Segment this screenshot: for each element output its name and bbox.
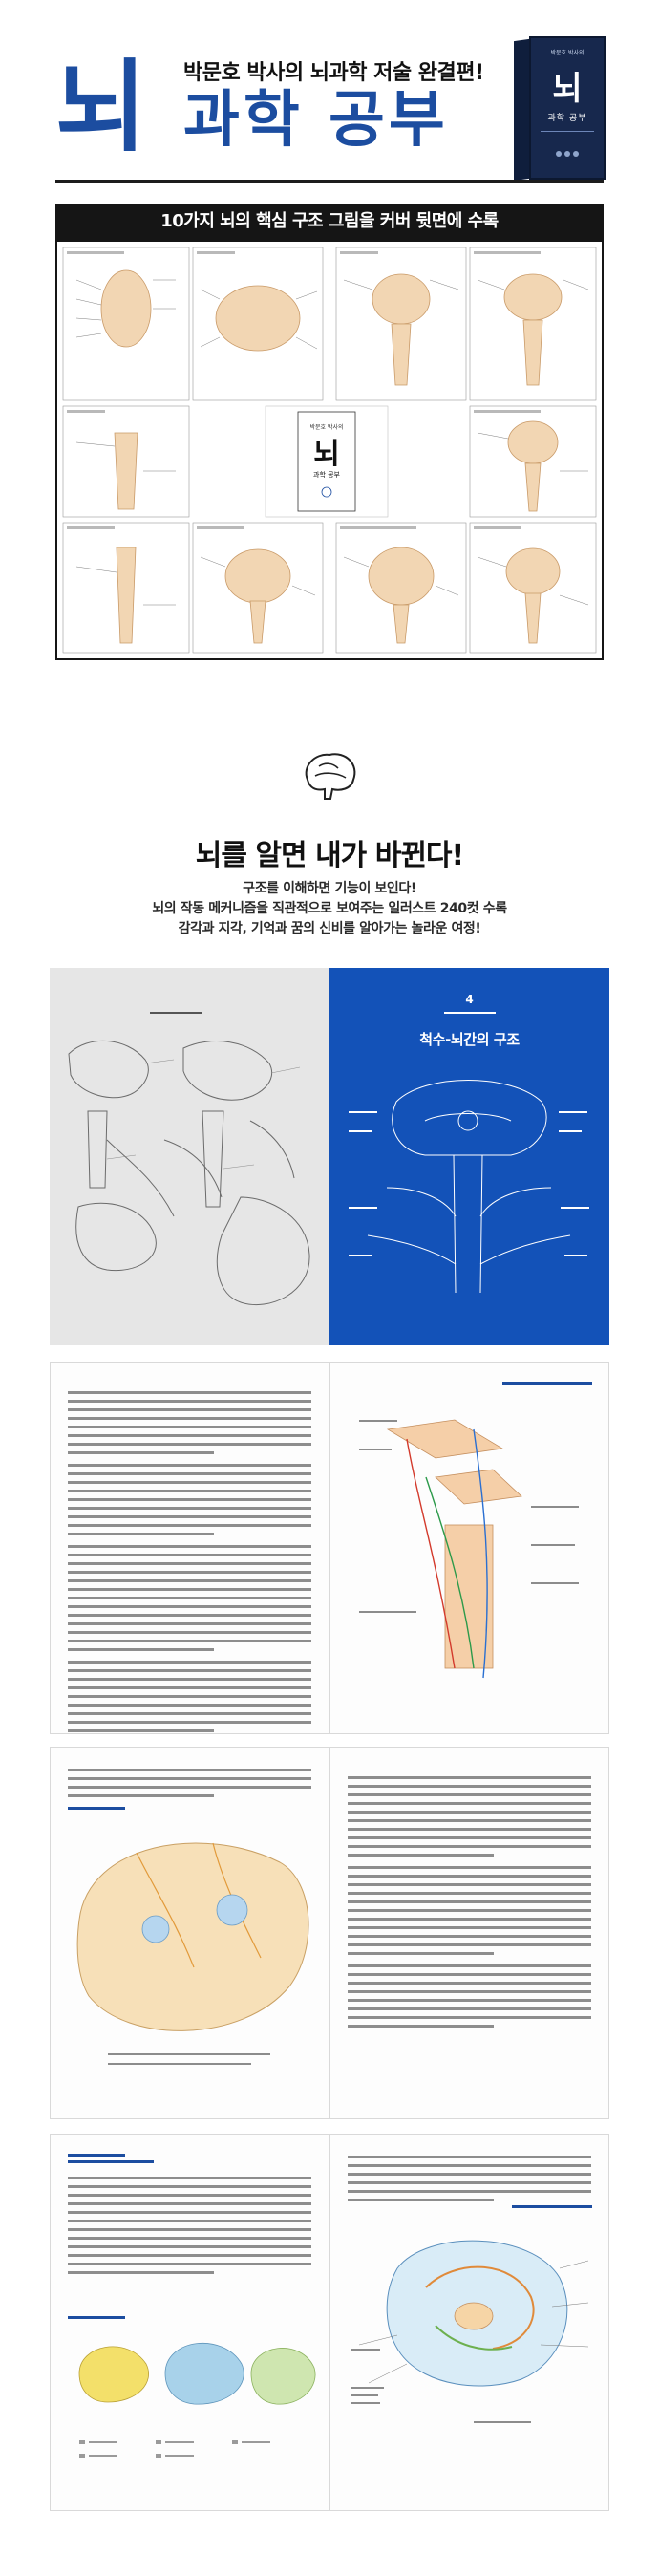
intro-text-block (68, 1769, 311, 1803)
brain-development-figure (68, 2316, 316, 2458)
hero-title: 뇌 박문호 박사의 뇌과학 저술 완결편! 과학 공부 (55, 55, 514, 170)
tagline-line-2: 뇌의 작동 메커니즘을 직관적으로 보여주는 일러스트 240컷 수록 (152, 901, 507, 916)
hero-title-sub: 과학 공부 (183, 85, 449, 156)
chapter-diagram (349, 1080, 589, 1294)
figure-page-2 (50, 1747, 330, 2119)
tagline-title: 뇌를 알면 내가 바뀐다! (195, 839, 464, 872)
hero-title-main: 뇌 (55, 49, 147, 165)
book-cover-title: 뇌 (552, 70, 583, 108)
spread-cortex-map (50, 1747, 609, 2119)
body-text-block-4 (348, 2156, 591, 2207)
book-cover-image: 박문호 박사의 뇌 과학 공부 (514, 36, 606, 182)
spread-chapter-opener: 4 척수-뇌간의 구조 (50, 968, 609, 1345)
sketch-page (50, 968, 330, 1345)
brain-icon (305, 753, 356, 800)
poster-book-subtitle: 과학 공부 (313, 470, 341, 479)
tagline-line-3: 감각과 지각, 기억과 꿈의 신비를 알아가는 놀라운 여정! (178, 921, 481, 936)
chapter-opener-page: 4 척수-뇌간의 구조 (330, 968, 609, 1345)
poster-illustrations: 박문호 박사의 뇌 과학 공부 (62, 247, 597, 654)
book-front: 박문호 박사의 뇌 과학 공부 (529, 36, 606, 180)
book-cover-divider (541, 131, 594, 132)
book-cover-small-text: 박문호 박사의 (550, 50, 585, 56)
body-text-block-2 (348, 1776, 591, 2033)
figure-page-1 (330, 1362, 609, 1734)
hero-divider (55, 180, 604, 183)
hand-drawn-sketch (68, 1041, 310, 1306)
text-page-3 (50, 2134, 330, 2511)
figure-page-3 (330, 2134, 609, 2511)
body-text-block (68, 1391, 311, 1733)
body-text-block-3 (68, 2177, 311, 2280)
poster-book-small: 박문호 박사의 (309, 423, 343, 431)
book-cover-subtitle: 과학 공부 (547, 114, 587, 123)
spread-limbic-figure (50, 2134, 609, 2511)
sketch-page-rule (150, 1012, 202, 1014)
brain-structure-poster: 박문호 박사의 뇌 과학 공부 (55, 240, 604, 660)
hero-section: 뇌 박문호 박사의 뇌과학 저술 완결편! 과학 공부 박문호 박사의 뇌 과학… (0, 0, 659, 745)
chapter-number: 4 (465, 993, 474, 1006)
poster-book-title: 뇌 (313, 438, 340, 471)
section-heading-block (68, 2154, 311, 2163)
chapter-rule (444, 1012, 496, 1014)
spread-text-figure (50, 1362, 609, 1734)
book-cover-ornament (537, 151, 598, 157)
tagline-line-1: 구조를 이해하면 기능이 보인다! (243, 881, 416, 896)
text-page-1 (50, 1362, 330, 1734)
tagline-lines: 구조를 이해하면 기능이 보인다! 뇌의 작동 메커니즘을 직관적으로 보여주는… (0, 879, 659, 939)
hero-subtitle: 박문호 박사의 뇌과학 저술 완결편! (183, 61, 484, 85)
limbic-system-figure (351, 2205, 592, 2423)
feature-banner: 10가지 뇌의 핵심 구조 그림을 커버 뒷면에 수록 (55, 204, 604, 240)
cortex-area-figure (68, 1807, 309, 2065)
chapter-title: 척수-뇌간의 구조 (419, 1031, 520, 1048)
neural-pathway-figure (359, 1382, 592, 1679)
text-page-2 (330, 1747, 609, 2119)
book-spine (514, 38, 529, 182)
